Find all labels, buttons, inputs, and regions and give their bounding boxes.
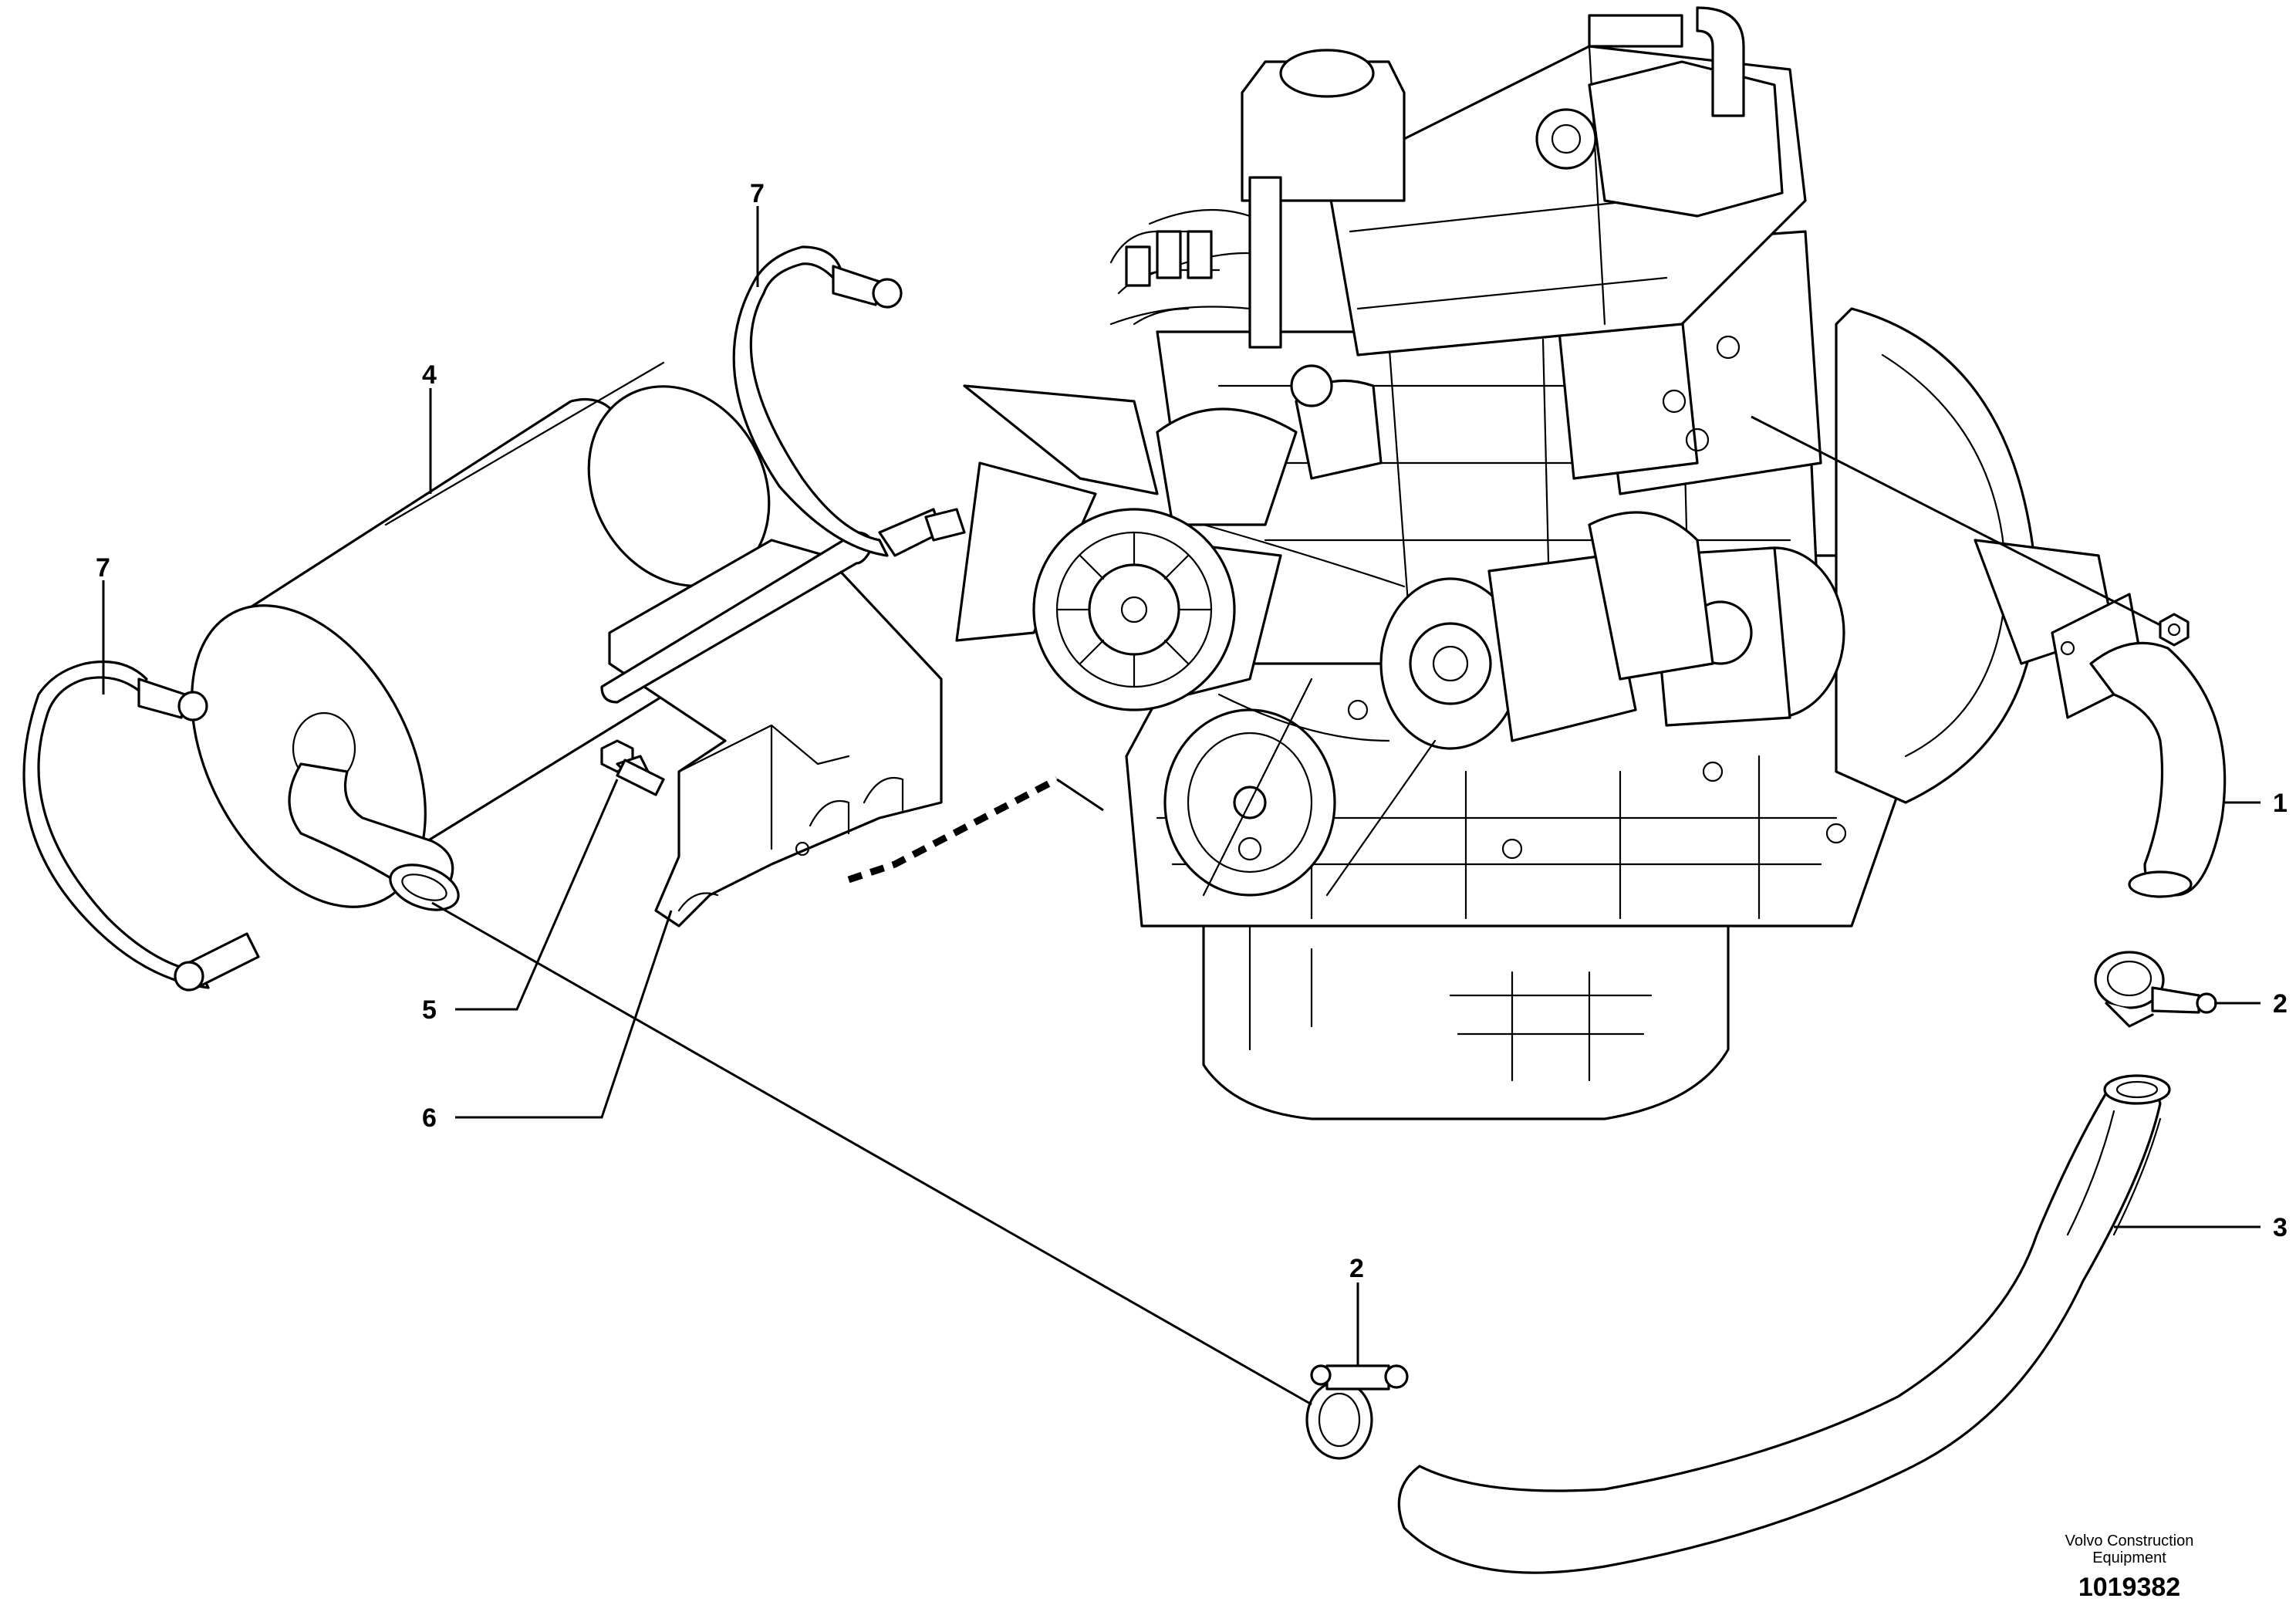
callout-2-upper: 2 — [2273, 989, 2288, 1019]
brand-line-1: Volvo Construction — [2065, 1532, 2194, 1549]
hose-clamp-upper — [2094, 951, 2217, 1028]
callout-2-lower: 2 — [1349, 1254, 1364, 1283]
callout-6: 6 — [422, 1103, 437, 1133]
callout-numbers: 1 2 3 4 5 6 7 7 2 — [96, 179, 2288, 1283]
document-number: 1019382 — [2078, 1573, 2181, 1602]
brand-label: Volvo Construction Equipment — [2037, 1532, 2222, 1566]
hose-clamp-lower — [1305, 1364, 1409, 1460]
muffler — [191, 361, 771, 911]
muffler-bracket — [600, 531, 943, 928]
flange-nut — [2159, 613, 2190, 647]
callout-leaders — [102, 206, 2261, 1366]
bracket-bolt — [600, 739, 665, 796]
engine-assembly — [955, 6, 2115, 1120]
callout-7-upper: 7 — [750, 179, 765, 208]
band-clamp-lower — [22, 660, 260, 992]
callout-5: 5 — [422, 995, 437, 1025]
callout-1: 1 — [2273, 789, 2288, 818]
brand-line-2: Equipment — [2092, 1549, 2166, 1566]
callout-7-lower: 7 — [96, 553, 110, 583]
band-clamp-upper — [732, 245, 966, 557]
tail-pipe — [1397, 1074, 2171, 1574]
exhaust-elbow-pipe — [2051, 593, 2227, 898]
bracket-mount-line-solid — [1056, 778, 1104, 812]
bracket-mount-line — [847, 776, 1059, 884]
callout-4: 4 — [422, 360, 437, 390]
flange-alignment-line — [1751, 415, 2161, 627]
outlet-alignment-line — [431, 901, 1312, 1406]
callout-3: 3 — [2273, 1213, 2288, 1242]
